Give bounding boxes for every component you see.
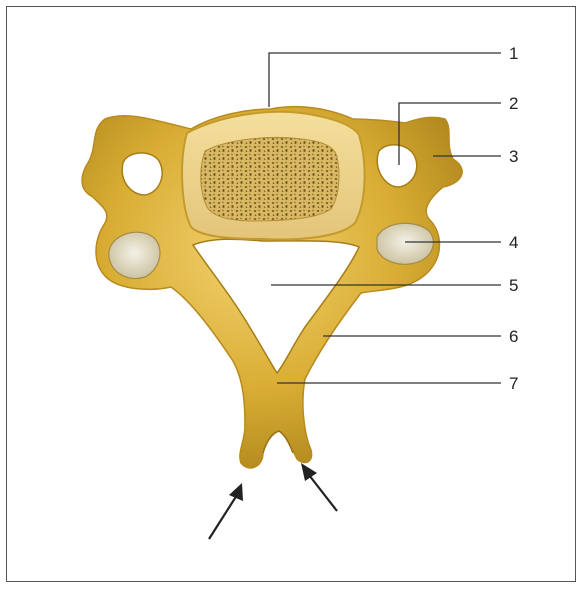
label-2: 2 [509, 94, 518, 113]
articular-facet-right [377, 223, 433, 264]
label-3: 3 [509, 147, 518, 166]
leader-line-1 [269, 53, 501, 107]
figure-frame: 1 2 3 4 5 6 7 [6, 6, 576, 582]
label-1: 1 [509, 44, 518, 63]
arrow-left [209, 483, 243, 539]
label-4: 4 [509, 233, 518, 252]
vertebra-illustration: 1 2 3 4 5 6 7 [7, 7, 577, 583]
arrow-right [301, 463, 337, 511]
articular-facet-left [109, 232, 160, 278]
label-6: 6 [509, 327, 518, 346]
label-7: 7 [509, 374, 518, 393]
cancellous-bone [201, 138, 339, 222]
label-5: 5 [509, 276, 518, 295]
